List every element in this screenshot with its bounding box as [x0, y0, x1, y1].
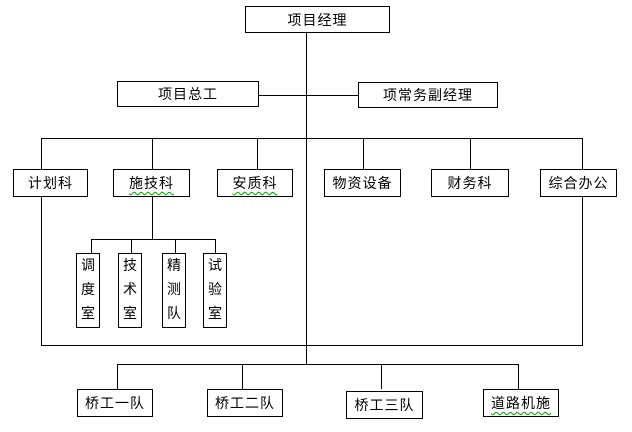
connector-line-main-vertical — [306, 33, 307, 364]
org-box-dispatch-room-label: 调度室 — [81, 259, 95, 322]
org-box-safety-quality-dept-label: 安质科 — [232, 177, 278, 192]
org-box-bridge-team-2: 桥工二队 — [207, 389, 283, 417]
org-box-bridge-team-3-label: 桥工三队 — [354, 399, 415, 414]
org-box-bridge-team-3: 桥工三队 — [346, 391, 423, 419]
connector-feeder-planning-down — [41, 197, 42, 346]
connector-feeder-construction-tech-down — [152, 197, 153, 240]
connector-drop-general-office — [582, 138, 583, 169]
org-box-materials-equipment-dept: 物资设备 — [324, 169, 401, 197]
connector-drop-finance — [470, 138, 471, 169]
org-box-construction-tech-dept-label: 施技科 — [129, 177, 174, 192]
org-box-safety-quality-dept: 安质科 — [217, 169, 293, 197]
org-box-technical-room: 技术室 — [118, 253, 142, 328]
org-box-general-office-dept-label: 综合办公 — [548, 177, 609, 192]
org-box-survey-team-label: 精测队 — [167, 259, 181, 322]
org-box-technical-room-label: 技术室 — [123, 259, 137, 322]
org-box-finance-dept-label: 财务科 — [447, 177, 493, 192]
org-box-planning-dept-label: 计划科 — [28, 177, 73, 192]
connector-drop-materials — [363, 138, 364, 169]
org-box-test-room: 试验室 — [203, 253, 227, 328]
connector-feeder-general-office-down — [582, 197, 583, 346]
connector-drop-survey-team — [175, 239, 176, 253]
connector-drop-planning — [41, 138, 42, 169]
org-box-survey-team: 精测队 — [162, 253, 186, 328]
org-box-materials-equipment-dept-label: 物资设备 — [332, 177, 393, 192]
org-box-chief-engineer: 项目总工 — [117, 81, 259, 107]
org-box-chief-engineer-label: 项目总工 — [158, 88, 218, 103]
connector-drop-test-room — [215, 239, 216, 253]
connector-drop-dispatch-room — [91, 239, 92, 253]
connector-drop-road-machinery — [518, 364, 519, 389]
org-box-bridge-team-2-label: 桥工二队 — [215, 397, 275, 412]
connector-line-sub-offices-distributor — [91, 239, 216, 240]
connector-line-managers — [259, 95, 358, 96]
org-box-general-office-dept: 综合办公 — [540, 169, 617, 197]
connector-drop-construction-tech — [152, 138, 153, 169]
connector-drop-bridge-team-1 — [117, 364, 118, 389]
org-box-deputy-manager-label: 项常务副经理 — [383, 89, 473, 104]
connector-line-teams-distributor — [117, 364, 519, 365]
org-box-road-machinery-team: 道路机施 — [483, 389, 559, 417]
org-box-dispatch-room: 调度室 — [76, 253, 100, 328]
org-box-test-room-label: 试验室 — [208, 259, 222, 322]
org-box-deputy-manager: 项常务副经理 — [358, 82, 498, 108]
org-box-bridge-team-1-label: 桥工一队 — [85, 397, 145, 412]
org-box-road-machinery-team-label: 道路机施 — [491, 397, 551, 412]
connector-line-collector — [41, 345, 583, 346]
connector-line-departments-distributor — [41, 138, 583, 139]
org-box-project-manager: 项目经理 — [245, 6, 390, 33]
connector-drop-safety-quality — [257, 138, 258, 169]
connector-drop-bridge-team-3 — [381, 364, 382, 389]
connector-drop-technical-room — [131, 239, 132, 253]
connector-drop-bridge-team-2 — [242, 364, 243, 389]
org-box-construction-tech-dept: 施技科 — [113, 169, 190, 197]
org-box-bridge-team-1: 桥工一队 — [77, 389, 153, 417]
org-box-planning-dept: 计划科 — [13, 169, 88, 197]
org-box-finance-dept: 财务科 — [431, 169, 509, 197]
org-box-project-manager-label: 项目经理 — [287, 13, 348, 29]
